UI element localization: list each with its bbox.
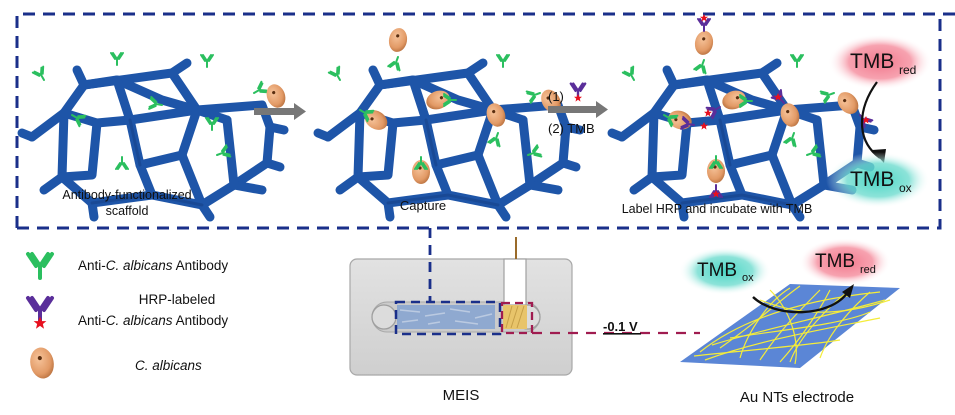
- meis-label: MEIS: [443, 387, 480, 404]
- electrode-label: Au NTs electrode: [740, 389, 854, 406]
- scaffold-capture: [318, 26, 580, 217]
- legend-antibody-label: Anti-C. albicans Antibody: [78, 258, 228, 273]
- step-arrow-capture: [254, 81, 306, 120]
- meis-device: [349, 228, 700, 376]
- legend-hrp-label-line2: Anti-C. albicans Antibody: [78, 313, 228, 328]
- caption-capture: Capture: [400, 198, 446, 213]
- top-dashed-box: [15, 12, 955, 228]
- legend-antibody-icon: [26, 252, 54, 280]
- legend: Anti-C. albicans Antibody HRP-labeled An…: [26, 252, 228, 381]
- tmb-reaction-bottom: TMB ox TMB red: [679, 238, 891, 295]
- step-arrow-label: (1) (2) TMB: [548, 82, 608, 136]
- legend-candida-cell-icon: [27, 345, 57, 381]
- arrow-label-2: (2) TMB: [548, 121, 595, 136]
- caption-scaffold-line2: scaffold: [106, 204, 149, 218]
- legend-candida-label: C. albicans: [135, 358, 202, 373]
- tmb-ox-bottom-label: TMB: [697, 260, 737, 281]
- tmb-ox-bottom-sub: ox: [742, 272, 754, 284]
- tmb-ox-label: TMB: [850, 168, 894, 191]
- arrow-label-1: (1): [548, 89, 564, 104]
- tmb-reaction-top: TMB red TMB ox: [826, 34, 932, 208]
- potential-label: -0.1 V: [603, 319, 638, 334]
- caption-label-hrp: Label HRP and incubate with TMB: [622, 202, 813, 216]
- au-nts-electrode: [680, 284, 900, 368]
- candida-cell-icon: [263, 81, 289, 111]
- tmb-ox-sub: ox: [899, 181, 912, 195]
- tmb-red-bottom-label: TMB: [815, 251, 855, 272]
- tmb-red-bottom-sub: red: [860, 264, 876, 276]
- legend-hrp-label-line1: HRP-labeled: [139, 292, 216, 307]
- caption-scaffold-line1: Antibody-functionalized: [62, 188, 191, 202]
- tmb-red-sub: red: [899, 63, 916, 77]
- tmb-red-label: TMB: [850, 50, 894, 73]
